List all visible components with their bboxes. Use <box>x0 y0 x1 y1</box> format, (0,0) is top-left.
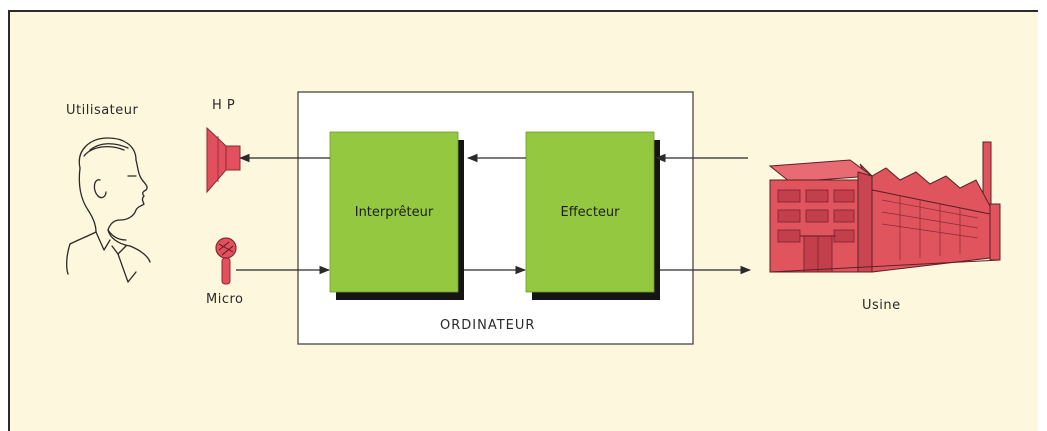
computer-label: ORDINATEUR <box>440 318 536 333</box>
flow-arrows <box>236 153 752 275</box>
interpreter-label: Interprêteur <box>354 205 434 220</box>
interpreter-module <box>329 131 464 300</box>
factory-icon <box>768 141 1001 273</box>
loudspeaker-icon <box>206 126 241 194</box>
microphone-icon <box>215 237 237 285</box>
user-label: Utilisateur <box>66 103 139 118</box>
effector-label: Effecteur <box>560 205 620 220</box>
person-head-icon <box>66 137 151 283</box>
microphone-label: Micro <box>206 292 244 307</box>
factory-label: Usine <box>862 298 901 313</box>
effector-module <box>525 131 660 300</box>
speaker-label: H P <box>212 98 236 113</box>
